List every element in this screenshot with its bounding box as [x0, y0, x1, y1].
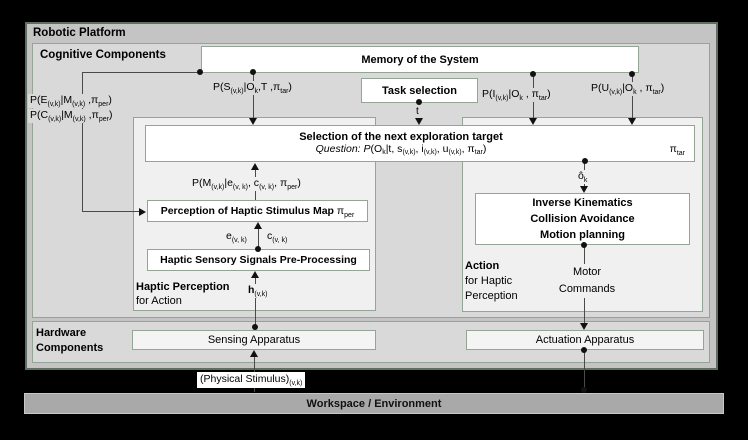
arrowhead-down-icon: [580, 186, 588, 193]
formula-p-i: P(I(v,k)|Ok , πtar): [480, 88, 553, 102]
arrowhead-down-icon: [580, 323, 588, 330]
motor-line2: Commands: [558, 283, 616, 295]
label-c: c(v, k): [267, 230, 288, 244]
formula-p-e: P(E(v,k)|M(v,k) ,πper): [28, 94, 114, 108]
sensing-apparatus-title: Sensing Apparatus: [207, 334, 301, 346]
ik-line-2: Collision Avoidance: [530, 213, 635, 225]
robotic-platform-title: Robotic Platform: [33, 27, 126, 39]
junction-dot: [197, 69, 203, 75]
haptic-perception-normal: for Action: [136, 295, 182, 307]
cognitive-components-title: Cognitive Components: [40, 49, 166, 61]
action-for-haptic-perception-label: Action for Haptic Perception: [465, 259, 518, 304]
action-line3: Perception: [465, 290, 518, 302]
connector-line: [258, 226, 259, 247]
arrowhead-up-icon: [251, 271, 259, 278]
connector-line: [82, 211, 140, 212]
selection-target-question: Question: P(Ok|t, s(v,k), i(v,k), u(v,k)…: [315, 142, 487, 157]
connector-line: [253, 72, 254, 118]
action-bold: Action: [465, 260, 500, 272]
arrowhead-down-icon: [529, 118, 537, 125]
task-selection-box: Task selection: [361, 78, 478, 103]
workspace-bar: Workspace / Environment: [24, 393, 724, 414]
label-t: t: [414, 105, 421, 118]
connector-line: [82, 72, 200, 73]
physical-stimulus-label: (Physical Stimulus)(v,k): [197, 372, 306, 388]
motor-commands-label: Motor Commands: [545, 264, 629, 298]
arrowhead-down-icon: [415, 118, 423, 125]
hardware-components-title: Hardware Components: [36, 326, 103, 356]
formula-p-c: P(C(v,k)|M(v,k) ,πper): [28, 109, 115, 123]
preprocessing-title: Haptic Sensory Signals Pre-Processing: [160, 254, 357, 266]
inverse-kinematics-box: Inverse Kinematics Collision Avoidance M…: [475, 193, 690, 245]
actuation-apparatus-title: Actuation Apparatus: [535, 334, 635, 346]
arrowhead-right-icon: [139, 208, 146, 216]
action-line2: for Haptic: [465, 275, 513, 287]
arrowhead-up-icon: [251, 163, 259, 170]
arrowhead-up-icon: [250, 350, 258, 357]
label-h: h(v,k): [246, 284, 270, 298]
connector-line: [584, 352, 585, 388]
perception-map-box: Perception of Haptic Stimulus Map πper: [147, 200, 368, 222]
junction-dot: [250, 69, 256, 75]
junction-dot: [416, 99, 422, 105]
ik-line-1: Inverse Kinematics: [532, 197, 633, 209]
junction-dot: [581, 387, 587, 393]
selection-target-box: Selection of the next exploration target…: [145, 125, 695, 162]
hardware-title-line2: Components: [36, 342, 104, 354]
junction-dot: [581, 347, 587, 353]
junction-dot: [530, 71, 536, 77]
hardware-title-line1: Hardware: [36, 327, 87, 339]
task-selection-title: Task selection: [382, 84, 457, 97]
junction-dot: [629, 71, 635, 77]
ik-line-3: Motion planning: [540, 229, 625, 241]
connector-line: [632, 74, 633, 118]
haptic-perception-for-action-label: Haptic Perception for Action: [136, 280, 230, 308]
label-o-hat: ôk: [576, 170, 590, 184]
selection-target-title: Selection of the next exploration target: [299, 130, 503, 143]
haptic-perception-bold: Haptic Perception: [136, 281, 230, 293]
memory-title: Memory of the System: [361, 53, 479, 66]
arrowhead-down-icon: [628, 118, 636, 125]
memory-box: Memory of the System: [201, 46, 639, 73]
label-e: e(v, k): [226, 230, 247, 244]
junction-dot: [582, 158, 588, 164]
sensing-apparatus-box: Sensing Apparatus: [132, 330, 376, 350]
workspace-title: Workspace / Environment: [306, 397, 442, 410]
junction-dot: [252, 324, 258, 330]
selection-pi-tar-label: πtar: [669, 143, 685, 157]
arrowhead-down-icon: [249, 118, 257, 125]
formula-p-s: P(S(v,k)|Ok,T ,πtar): [211, 81, 294, 95]
perception-map-title: Perception of Haptic Stimulus Map πper: [160, 205, 355, 219]
junction-dot: [255, 246, 261, 252]
formula-p-m: P(M(v,k)|e(v, k), c(v, k), πper): [190, 177, 303, 191]
formula-p-u: P(U(v,k)|Ok , πtar): [589, 82, 667, 96]
preprocessing-box: Haptic Sensory Signals Pre-Processing: [147, 249, 370, 271]
connector-line: [255, 274, 256, 326]
arrowhead-up-icon: [254, 222, 262, 229]
motor-line1: Motor: [572, 266, 602, 278]
junction-dot: [581, 242, 587, 248]
connector-line: [82, 72, 83, 212]
